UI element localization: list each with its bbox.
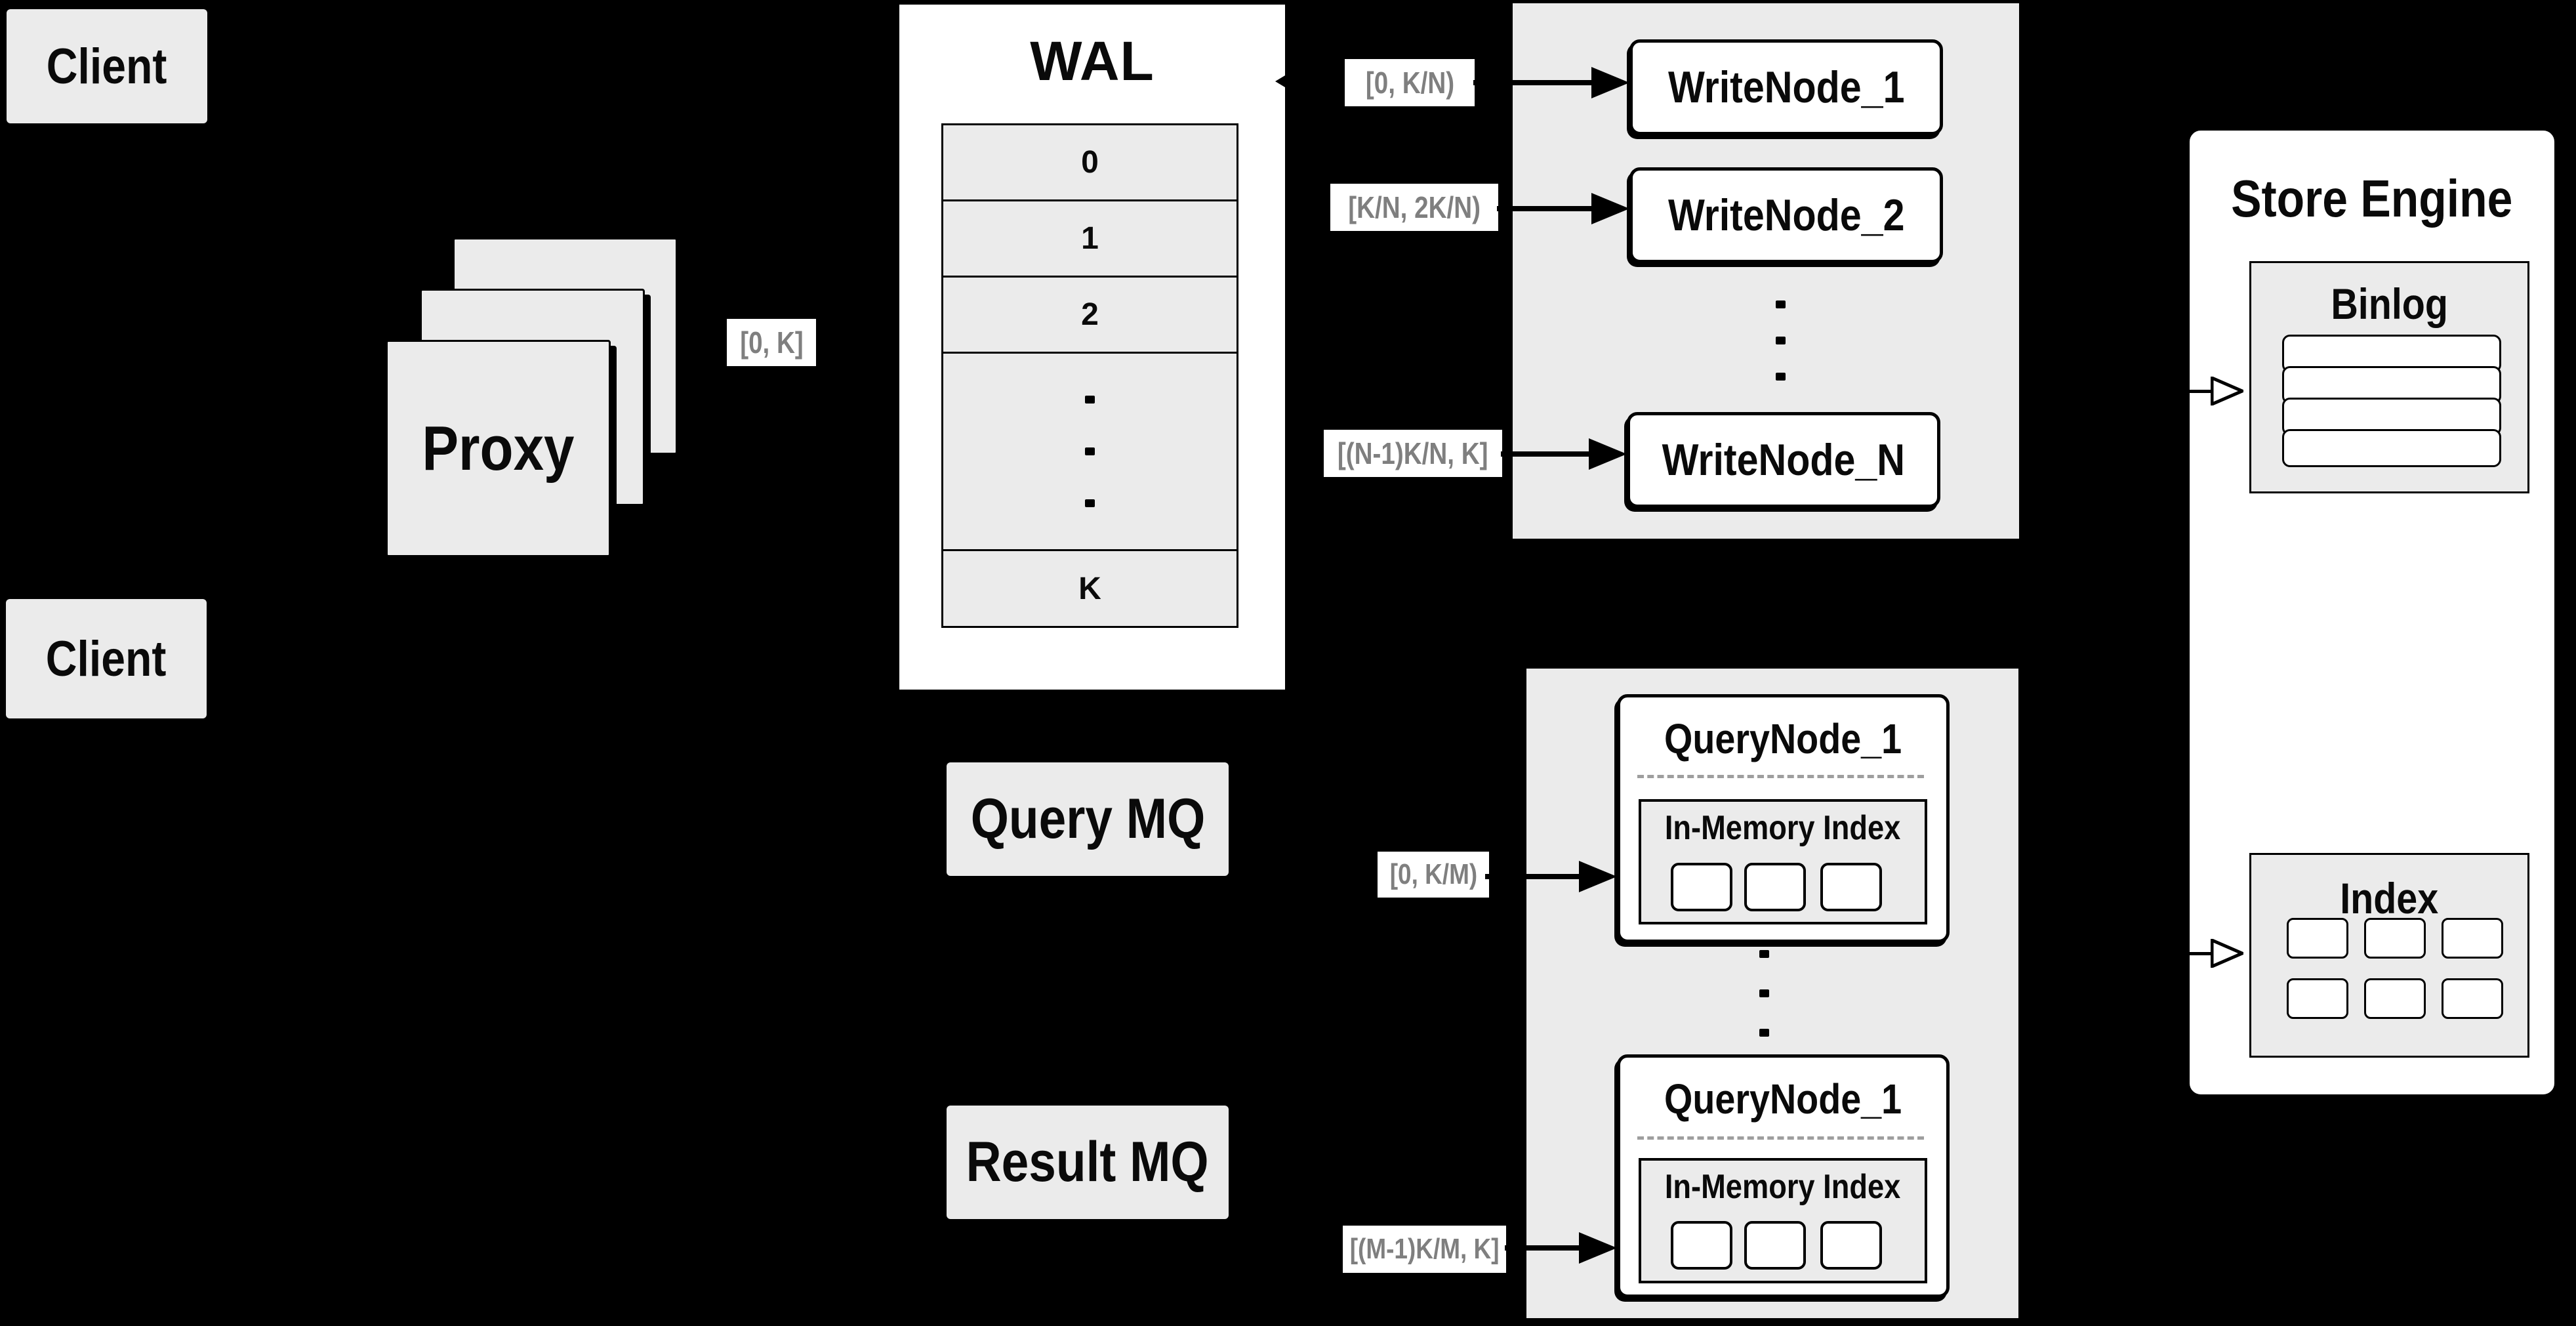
query-mq-box: Query MQ [947, 762, 1229, 876]
dashed-separator [1637, 1136, 1924, 1140]
wal-ellipsis-row [943, 354, 1237, 551]
ellipsis-dot [1085, 396, 1095, 404]
client-top-label: Client [47, 38, 167, 94]
write-node-2: WriteNode_2 [1629, 167, 1943, 263]
range-label-query-m: [(M-1)K/M, K] [1343, 1226, 1506, 1273]
in-memory-index-1-title: In-Memory Index [1665, 809, 1901, 847]
proxy-box-front: Proxy [386, 340, 611, 557]
arrowhead [1591, 67, 1629, 98]
arrowhead-into-wal [1275, 73, 1288, 89]
range-label-write-2: [K/N, 2K/N) [1330, 184, 1498, 231]
range-label-write-1: [0, K/N) [1345, 59, 1475, 106]
client-box-top: Client [7, 9, 207, 123]
write-node-1: WriteNode_1 [1629, 39, 1943, 135]
segment-cell [1744, 863, 1806, 911]
proxy-label: Proxy [422, 413, 575, 484]
ellipsis-dot [1776, 337, 1786, 344]
segment-cell [1820, 1221, 1882, 1270]
in-memory-index-2-title: In-Memory Index [1665, 1168, 1901, 1206]
arrowhead [1589, 438, 1627, 470]
dashed-separator [1637, 775, 1924, 778]
segment-cell [1820, 863, 1882, 911]
arrow-to-write-node-2 [1497, 192, 1629, 226]
in-memory-index-2: In-Memory Index [1639, 1158, 1927, 1283]
range-label-write-n: [(N-1)K/N, K] [1324, 430, 1502, 477]
ellipsis-dot [1776, 373, 1786, 381]
open-arrowhead [2211, 939, 2243, 968]
binlog-title: Binlog [2331, 280, 2448, 328]
ellipsis-dot [1759, 950, 1769, 958]
range-label-query-1: [0, K/M) [1378, 852, 1489, 898]
segment-cell [1744, 1221, 1806, 1270]
write-node-n: WriteNode_N [1627, 412, 1940, 508]
wal-segment-row: 0 [943, 125, 1237, 201]
store-engine-title: Store Engine [2231, 169, 2513, 228]
query-node-2-title: QueryNode_1 [1664, 1075, 1902, 1123]
arrow-to-query-node-2 [1505, 1231, 1617, 1265]
query-cluster-panel: QueryNode_1 In-Memory Index QueryNode_1 [1526, 669, 2018, 1318]
ellipsis-dot [1085, 447, 1095, 455]
wal-segment-row-last: K [943, 551, 1237, 626]
segment-cell [1671, 863, 1732, 911]
index-panel: Index [2249, 853, 2529, 1058]
ellipsis-dot [1759, 1029, 1769, 1037]
client-box-bottom: Client [6, 599, 207, 718]
index-cell [2442, 978, 2503, 1019]
arrow-to-write-node-1 [1473, 66, 1629, 100]
arrow-to-index [2125, 939, 2243, 968]
arrowhead [1579, 861, 1617, 892]
ellipsis-dot [1085, 499, 1095, 507]
binlog-row [2282, 429, 2501, 467]
store-engine: Store Engine Binlog Index [2188, 129, 2556, 1096]
open-arrowhead [2211, 377, 2243, 405]
ellipsis-dot [1776, 300, 1786, 308]
arrowhead [1591, 193, 1629, 224]
arrowhead [1579, 1232, 1617, 1264]
index-cell [2364, 978, 2426, 1019]
wal-segment-row: 1 [943, 201, 1237, 278]
ellipsis-dot [1759, 989, 1769, 997]
result-mq-box: Result MQ [947, 1106, 1229, 1219]
segment-cell [1671, 1221, 1732, 1270]
index-cell [2364, 918, 2426, 959]
binlog-panel: Binlog [2249, 261, 2529, 493]
arrow-to-query-node-1 [1485, 860, 1617, 894]
wal-segment-table: 0 1 2 K [941, 123, 1238, 628]
wal-title: WAL [1030, 30, 1155, 92]
arrow-to-write-node-n [1501, 437, 1627, 471]
query-node-2: QueryNode_1 In-Memory Index [1617, 1054, 1950, 1298]
query-node-1: QueryNode_1 In-Memory Index [1617, 694, 1950, 943]
index-title: Index [2340, 874, 2439, 922]
wal-segment-row: 2 [943, 278, 1237, 354]
index-cell [2287, 918, 2348, 959]
wal-container: WAL 0 1 2 K [897, 3, 1287, 692]
index-cell [2287, 978, 2348, 1019]
query-node-1-title: QueryNode_1 [1664, 715, 1902, 762]
range-label-0-k: [0, K] [727, 319, 816, 366]
in-memory-index-1: In-Memory Index [1639, 799, 1927, 924]
index-cell [2442, 918, 2503, 959]
client-bottom-label: Client [46, 631, 167, 687]
arrow-to-binlog [2125, 377, 2243, 405]
